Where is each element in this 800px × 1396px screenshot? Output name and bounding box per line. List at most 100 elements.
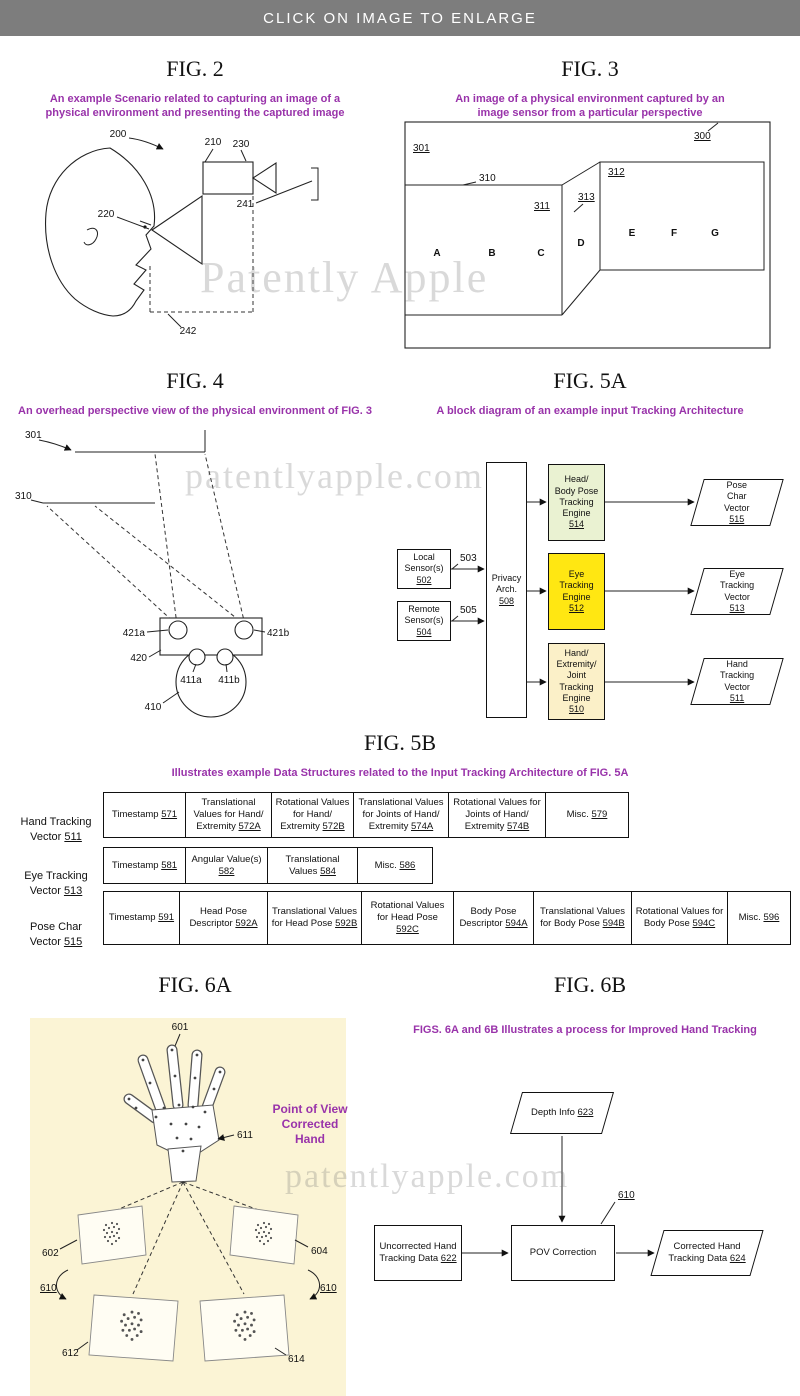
panel-612 [88,1294,179,1362]
cell-text: Rotational Values for Hand/ Extremity [275,797,350,832]
cell-text: Rotational Values for Body Pose [635,906,724,929]
header-title: CLICK ON IMAGE TO ENLARGE [263,9,537,27]
leader-610 [600,1201,616,1225]
projection-line [111,1181,184,1213]
fig5b-row3-label: Pose Char Vector 515 [12,906,100,949]
ref-604: 604 [311,1246,328,1257]
cell-num: 572A [238,820,261,832]
ref-312: 312 [608,167,625,178]
pose-vector-num: 515 [729,513,745,524]
fig6b-uncorrected-box: Uncorrected Hand Tracking Data 622 [374,1225,462,1281]
rotate-arrow-right [307,1269,320,1300]
sight-line [94,505,246,626]
corner-top [561,161,601,186]
cell-num: 592A [235,918,258,929]
room-outer-frame [404,121,771,349]
eye-411a [188,648,206,666]
ref-313: 313 [578,192,595,203]
fig6b-title: FIG. 6B [553,972,627,997]
fig6b-caption: FIGS. 6A and 6B Illustrates a process fo… [413,1024,757,1036]
fig4-caption: An overhead perspective view of the phys… [18,405,372,417]
tick-503 [451,563,459,570]
fig3-caption: An image of a physical environment captu… [455,93,725,120]
pose-engine-num: 514 [568,519,585,530]
pose-engine-label: Head/ Body Pose Tracking Engine [554,474,599,519]
ref-310: 310 [15,491,32,502]
header-bar[interactable]: CLICK ON IMAGE TO ENLARGE [0,0,800,36]
leader-310 [462,181,477,186]
fig5b-eye-tracking-row: Timestamp 581 Angular Value(s) 582 Trans… [103,847,433,884]
eye-engine-label: Eye Tracking Engine [559,569,594,602]
privacy-label: Privacy Arch. [491,573,522,595]
cell-num: 579 [591,809,608,821]
privacy-num: 508 [498,595,514,606]
leader-602 [59,1239,78,1250]
hand-vector-num: 511 [729,692,745,703]
corrected-num: 624 [729,1253,746,1264]
panel-614 [199,1294,290,1362]
ref-610-left: 610 [40,1283,57,1294]
row1-label-num: 511 [64,830,82,843]
table-cell: Rotational Values for Body Pose 594C [632,892,728,944]
eye [139,220,152,226]
corner-bottom [561,269,601,316]
table-cell: Translational Values for Head Pose 592B [268,892,362,944]
cell-num: 571 [161,809,178,821]
fig6b-arrows[interactable]: 610 [370,1080,800,1320]
ref-242: 242 [180,326,197,337]
wall-letter-d: D [577,238,584,249]
wall-letter-c: C [537,248,544,259]
fig5b-row2-label: Eye Tracking Vector 513 [12,855,100,898]
cell-num: 594C [692,918,716,929]
cell-num: 596 [763,912,780,924]
cell-text: Translational Values [285,853,340,877]
ref-301: 301 [413,143,430,154]
fig5a-local-sensors-box: Local Sensor(s)502 [397,549,451,589]
fig5a-arrows[interactable]: 503 505 [385,440,800,740]
fig5a-caption: A block diagram of an example input Trac… [436,405,744,417]
cell-num: 592C [396,923,419,935]
leader-604 [294,1239,309,1248]
eye-vector-label: Eye Tracking Vector [719,569,755,602]
table-cell: Angular Value(s) 582 [186,848,268,883]
tick-505 [451,615,459,622]
ref-503: 503 [460,553,477,564]
fig5a-title: FIG. 5A [553,368,627,393]
leader-612 [76,1341,89,1351]
remote-sensors-num: 504 [416,626,432,637]
eye-vector-num: 513 [729,602,745,613]
sight-line [204,453,246,626]
leader-220 [116,216,150,230]
hand-drawing [123,1044,226,1183]
cell-text: Translational Values for Hand/ Extremity [193,797,264,832]
device-box [202,161,254,195]
rotate-arrow-left [56,1269,69,1300]
cell-text: Misc. [374,859,400,871]
wall-letter-e: E [629,228,636,239]
leader-611 [217,1134,235,1141]
cell-num: 586 [399,859,416,871]
panel-604 [229,1205,299,1265]
table-cell: Rotational Values for Head Pose 592C [362,892,454,944]
hand-engine-num: 510 [568,704,584,714]
leader-310 [30,499,44,504]
fig5b-hand-tracking-row: Timestamp 571 Translational Values for H… [103,792,629,838]
fig4-drawing[interactable]: 301 310 421a 421b 420 411a 411b 410 [5,420,365,740]
table-cell: Rotational Values for Hand/ Extremity 57… [272,793,354,837]
row1-label-text: Hand Tracking Vector [20,816,92,843]
cell-num: 572B [322,820,345,832]
ref-610: 610 [618,1190,635,1201]
table-cell: Translational Values 584 [268,848,358,883]
leader-241 [255,180,313,204]
wall-letter-g: G [711,228,719,239]
table-cell: Timestamp 591 [104,892,180,944]
hand-engine-label: Hand/ Extremity/ Joint Tracking Engine [556,647,597,703]
fig6b-depth-info-parallelogram: Depth Info 623 [509,1092,615,1134]
cell-text: Angular Value(s) [191,853,262,865]
leader-230 [240,149,247,162]
sight-line [154,453,178,626]
fig2-drawing[interactable]: 200 210 230 220 241 242 [25,118,345,358]
fig6a-panel[interactable]: 601 611 602 604 610 610 612 614 Point of… [30,1018,348,1396]
fig3-drawing[interactable]: 300 301 310 311 312 313 A B C D E F G [400,118,780,354]
